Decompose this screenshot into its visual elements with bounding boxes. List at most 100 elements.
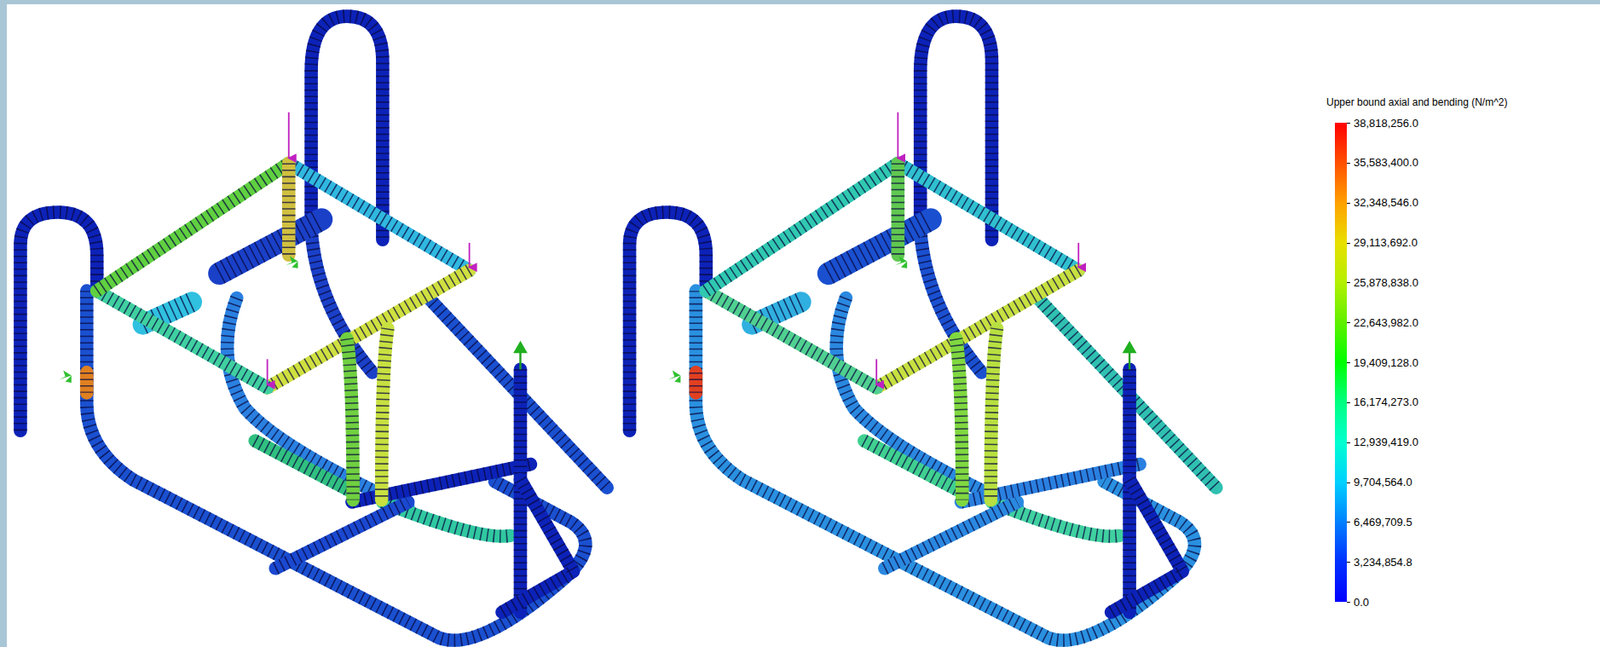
tube: [891, 163, 906, 256]
beam-element-rings: [689, 372, 704, 393]
beam-element-rings: [990, 328, 997, 500]
load-arrow: [1077, 242, 1080, 268]
color-bar-band: [1334, 162, 1347, 203]
load-arrow: [896, 112, 899, 159]
beam-element-rings: [836, 298, 1017, 508]
tube: [282, 163, 296, 256]
load-arrow: [266, 358, 269, 385]
legend-value: 29,113,692.0: [1353, 236, 1418, 249]
load-arrow: [468, 242, 471, 268]
tick-mark: [1346, 122, 1351, 124]
tick-mark: [1346, 482, 1351, 484]
legend-value: 9,704,564.0: [1353, 476, 1413, 488]
color-bar-band: [1334, 122, 1347, 163]
color-bar-band: [1334, 482, 1347, 523]
restraint-arrow: [1122, 340, 1138, 353]
legend-value: 19,409,128.0: [1353, 357, 1419, 369]
frame-border: [0, 0, 1600, 5]
fixture-symbol: [285, 255, 298, 268]
tube: [267, 270, 470, 388]
tube: [346, 338, 353, 500]
tick-mark: [1346, 162, 1351, 164]
beam-element-rings: [705, 290, 877, 388]
beam-element-rings: [267, 270, 470, 388]
tube: [884, 502, 1018, 569]
color-bar-band: [1334, 402, 1347, 443]
beam-element-rings: [864, 440, 962, 492]
legend-value: 32,348,546.0: [1353, 196, 1419, 208]
fixture-symbol: [58, 370, 71, 383]
fixture-symbol: [668, 370, 681, 383]
beam-element-rings: [884, 502, 1018, 569]
color-bar-band: [1334, 362, 1347, 403]
beam-element-rings: [502, 479, 574, 613]
tube: [897, 163, 1079, 272]
load-arrow: [875, 358, 878, 385]
tube: [254, 440, 353, 492]
tube: [705, 290, 877, 388]
tick-mark: [1346, 322, 1351, 324]
tube: [288, 163, 470, 272]
tube: [990, 328, 997, 500]
tick-mark: [1346, 601, 1351, 603]
tick-mark: [1346, 362, 1351, 364]
tube: [219, 219, 322, 273]
legend-value: 25,878,838.0: [1353, 277, 1419, 289]
tube: [836, 298, 1017, 508]
tube: [80, 372, 94, 393]
tube: [97, 163, 289, 292]
color-bar-band: [1334, 322, 1347, 363]
tick-mark: [1346, 442, 1351, 444]
beam-element-rings: [97, 163, 289, 292]
tick-mark: [1346, 561, 1351, 563]
beam-element-rings: [891, 163, 906, 256]
legend-value: 16,174,273.0: [1353, 396, 1419, 408]
color-bar-band: [1334, 598, 1347, 602]
beam-element-rings: [275, 502, 409, 569]
frame-border: [0, 0, 7, 647]
color-bar-band: [1334, 202, 1347, 243]
legend-value: 0.0: [1353, 596, 1369, 608]
tick-mark: [1346, 242, 1351, 244]
tube: [956, 338, 963, 500]
beam-element-rings: [219, 219, 322, 273]
legend-title: Upper bound axial and bending (N/m^2): [1326, 97, 1508, 108]
tube: [1111, 479, 1184, 613]
tube-frame: [629, 16, 1217, 641]
legend-value: 35,583,400.0: [1353, 156, 1419, 168]
color-bar-band: [1334, 561, 1347, 602]
legend-value: 22,643,982.0: [1353, 317, 1419, 329]
tube: [864, 440, 962, 492]
restraint-arrow: [513, 340, 528, 353]
tube: [97, 290, 268, 388]
beam-element-rings: [80, 372, 94, 393]
beam-element-rings: [282, 163, 296, 256]
beam-element-rings: [346, 338, 353, 500]
beam-element-rings: [254, 440, 353, 492]
tube: [828, 219, 931, 273]
load-arrow: [288, 112, 290, 159]
beam-element-rings: [381, 328, 388, 500]
beam-element-rings: [876, 270, 1079, 388]
color-bar-band: [1334, 442, 1347, 483]
beam-element-rings: [897, 163, 1079, 272]
legend-value: 6,469,709.5: [1353, 516, 1413, 528]
legend-value: 12,939,419.0: [1353, 436, 1419, 448]
tube: [689, 372, 704, 393]
tick-mark: [1346, 402, 1351, 404]
color-bar-band: [1334, 282, 1347, 323]
tick-mark: [1346, 202, 1351, 204]
color-bar-band: [1334, 521, 1347, 562]
tube-frame: [20, 16, 607, 641]
tube: [275, 502, 409, 569]
tube: [227, 298, 409, 508]
beam-element-rings: [227, 298, 409, 508]
beam-element-rings: [1111, 479, 1184, 613]
tube: [502, 479, 574, 613]
legend-value: 3,234,854.8: [1353, 556, 1413, 568]
fixture-symbol: [895, 255, 907, 268]
tube: [876, 270, 1079, 388]
beam-element-rings: [828, 219, 931, 273]
tube: [705, 163, 898, 292]
tick-mark: [1346, 282, 1351, 284]
